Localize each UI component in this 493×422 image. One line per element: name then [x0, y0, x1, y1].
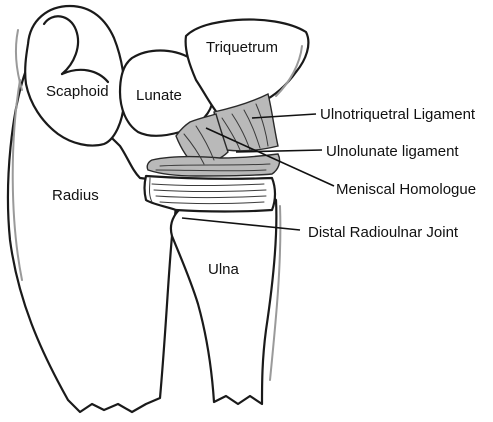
scaphoid-tubercle-contour [60, 68, 110, 84]
label-scaphoid: Scaphoid [46, 83, 109, 100]
ulnotriquetral-leader [251, 113, 317, 119]
scaphoid-shadow [14, 29, 23, 91]
ulnolunate-leader [235, 149, 323, 153]
ulna-bone [169, 195, 278, 406]
triquetrum-shadow [275, 45, 303, 97]
label-druj: Distal Radioulnar Joint [308, 224, 459, 241]
ulna-shadow [269, 205, 282, 381]
label-meniscal: Meniscal Homologue [336, 181, 476, 198]
label-ulnolunate: Ulnolunate ligament [326, 143, 459, 160]
label-ulna: Ulna [208, 261, 240, 278]
meniscal-leader [205, 127, 335, 187]
label-lunate: Lunate [136, 87, 182, 104]
label-ulnotriquetral: Ulnotriquetral Ligament [320, 106, 476, 123]
label-radius: Radius [52, 187, 99, 204]
label-triquetrum: Triquetrum [206, 39, 278, 56]
radius-shadow [11, 79, 23, 281]
triquetrum-bone [184, 18, 310, 116]
druj-leader [181, 217, 301, 231]
druj-disc [143, 174, 277, 213]
druj-fibers [149, 177, 267, 204]
ligament-fibers [155, 103, 271, 172]
scaphoid-inner-contour [42, 15, 80, 76]
scaphoid-bone [24, 4, 126, 147]
